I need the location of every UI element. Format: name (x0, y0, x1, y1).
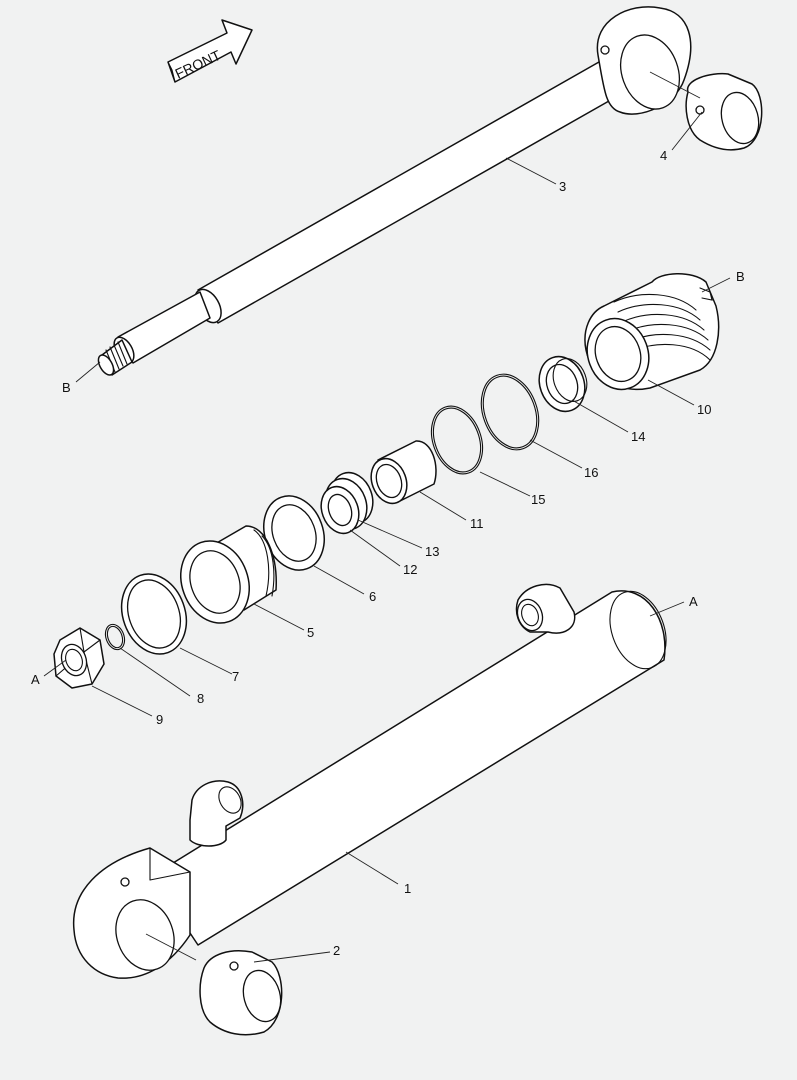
o-ring-15 (430, 405, 484, 475)
callout-6: 6 (369, 589, 376, 604)
rod-eye (596, 6, 692, 115)
front-direction-arrow: FRONT (167, 19, 253, 83)
callout-7: 7 (232, 669, 239, 684)
callout-16: 16 (584, 465, 598, 480)
barrel-end-eye (72, 847, 191, 979)
ref-b-left: B (62, 380, 71, 395)
callout-3: 3 (559, 179, 566, 194)
o-ring-16 (480, 373, 540, 451)
bushing-top (685, 72, 763, 151)
callout-12: 12 (403, 562, 417, 577)
callout-8: 8 (197, 691, 204, 706)
leader-lines (43, 71, 731, 963)
callout-11: 11 (470, 516, 484, 531)
ring-7 (120, 573, 188, 655)
hydraulic-port-elbow-lower (189, 780, 244, 847)
callout-labels: 1 2 3 4 5 6 7 8 9 10 11 12 13 14 15 16 (156, 148, 711, 958)
ring-6 (263, 495, 325, 571)
cylinder-barrel (151, 590, 667, 946)
callout-2: 2 (333, 943, 340, 958)
callout-15: 15 (531, 492, 545, 507)
ref-a-left: A (31, 672, 40, 687)
reference-marks: A A B B (31, 269, 745, 687)
callout-5: 5 (307, 625, 314, 640)
hex-nut-9 (53, 627, 105, 689)
piston-assembly (584, 273, 720, 391)
hydraulic-port-elbow-upper (515, 583, 576, 634)
piston-rod (97, 57, 617, 376)
gland-5 (180, 525, 277, 624)
o-ring-8 (104, 623, 126, 651)
callout-1: 1 (404, 881, 411, 896)
seal-stack-12-13 (320, 471, 374, 535)
ref-b-right: B (736, 269, 745, 284)
bushing-bottom (199, 950, 283, 1036)
seal-14 (538, 355, 588, 413)
callout-9: 9 (156, 712, 163, 727)
callout-13: 13 (425, 544, 439, 559)
callout-10: 10 (697, 402, 711, 417)
ref-a-right: A (689, 594, 698, 609)
sleeve-11 (370, 440, 437, 505)
callout-14: 14 (631, 429, 645, 444)
callout-4: 4 (660, 148, 667, 163)
